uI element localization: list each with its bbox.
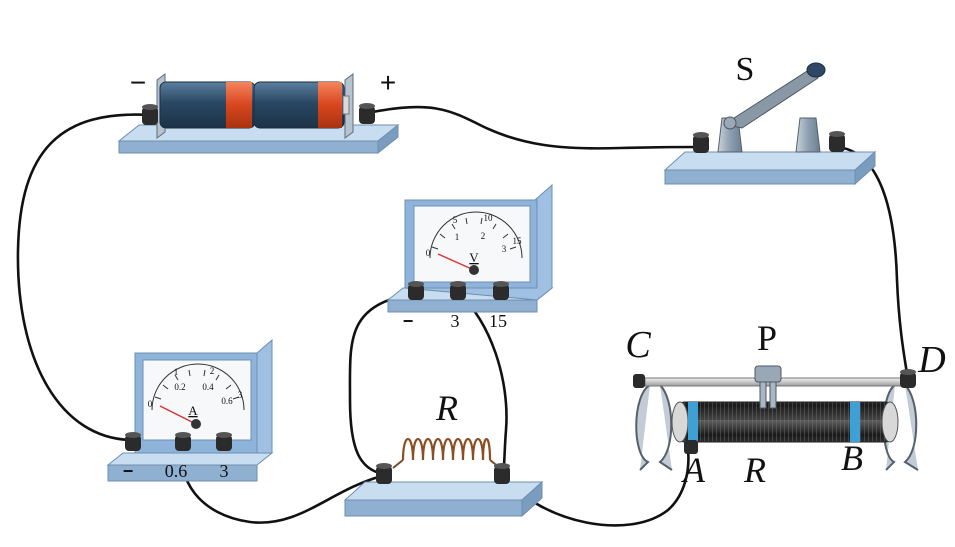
battery-plus-label: + [380,67,396,98]
rheostat-slider[interactable] [754,365,782,409]
ammeter-scale: 0 1 2 3 0.2 0.4 0.6 [148,366,243,409]
battery-terminal-plus[interactable] [359,103,375,124]
switch-label: S [736,51,755,88]
ammeter-needle [159,405,197,425]
ammeter-scale-1: 1 [174,367,179,377]
voltmeter: 0 5 10 15 1 2 3 V − 3 15 [386,183,554,331]
rheostat-terminal-d[interactable] [900,369,916,388]
wire-battery-minus-to-ammeter-minus [16,113,152,442]
voltmeter-terminal-15[interactable] [493,281,509,300]
voltmeter-scale-1: 1 [455,232,460,242]
voltmeter-scale-3: 3 [502,244,507,254]
ammeter-terminal-3[interactable] [216,432,232,451]
ammeter-terminal-06-label: 0.6 [165,461,188,481]
ammeter: 0 1 2 3 0.2 0.4 0.6 A − 0.6 3 [106,338,274,482]
voltmeter-unit: V [469,250,479,265]
rheostat-label-a: A [681,450,706,490]
wire-battery-plus-to-switch [366,105,702,150]
rheostat-terminal-a[interactable] [684,440,698,454]
ammeter-terminal-minus-label: − [123,461,134,481]
voltmeter-terminal-3-label: 3 [451,311,460,331]
voltmeter-scale: 0 5 10 15 1 2 3 [426,213,522,258]
ammeter-terminal-3-label: 3 [220,461,229,481]
ammeter-pivot [191,419,201,429]
voltmeter-terminal-minus[interactable] [408,281,424,300]
resistor-coil [401,437,492,461]
ammeter-scale-0: 0 [148,399,153,409]
ammeter-scale-06: 0.6 [221,396,233,406]
voltmeter-scale-ticks [431,217,517,250]
rheostat-label-r: R [743,450,766,490]
ammeter-scale-ticks [154,369,240,400]
fixed-resistor: R [343,388,544,518]
rheostat: C P D A R B [625,318,945,490]
battery-terminal-minus[interactable] [142,104,158,125]
voltmeter-scale-15: 15 [513,236,523,246]
voltmeter-scale-5: 5 [453,215,458,225]
voltmeter-scale-10: 10 [484,213,494,223]
wire-resistor-right-to-rheostat-a [500,448,690,527]
resistor-terminal-left[interactable] [376,463,392,484]
voltmeter-terminal-minus-label: − [403,311,414,331]
voltmeter-scale-0: 0 [426,248,431,258]
switch-terminal-left[interactable] [693,132,709,153]
knife-switch[interactable]: S [663,51,877,186]
voltmeter-needle [437,253,475,271]
rheostat-label-p: P [757,318,777,358]
ammeter-unit: A [188,403,198,418]
rheostat-terminal-c[interactable] [633,374,645,388]
voltmeter-scale-2: 2 [481,231,486,241]
resistor-label: R [435,388,458,428]
switch-terminal-right[interactable] [829,131,845,152]
ammeter-scale-04: 0.4 [202,382,214,392]
rheostat-label-b: B [841,438,863,478]
voltmeter-terminal-3[interactable] [450,281,466,300]
wire-voltmeter-minus-to-resistor-left [348,291,418,476]
ammeter-scale-3: 3 [238,390,243,400]
ammeter-terminal-06[interactable] [175,432,191,451]
battery: − + [117,67,400,155]
ammeter-scale-02: 0.2 [174,382,185,392]
rheostat-label-c: C [625,324,651,366]
resistor-terminal-right[interactable] [494,463,510,484]
battery-minus-label: − [130,67,146,98]
ammeter-terminal-minus[interactable] [125,432,141,451]
ammeter-scale-2: 2 [210,366,215,376]
voltmeter-pivot [469,265,479,275]
rheostat-label-d: D [917,339,945,381]
voltmeter-terminal-15-label: 15 [489,311,507,331]
